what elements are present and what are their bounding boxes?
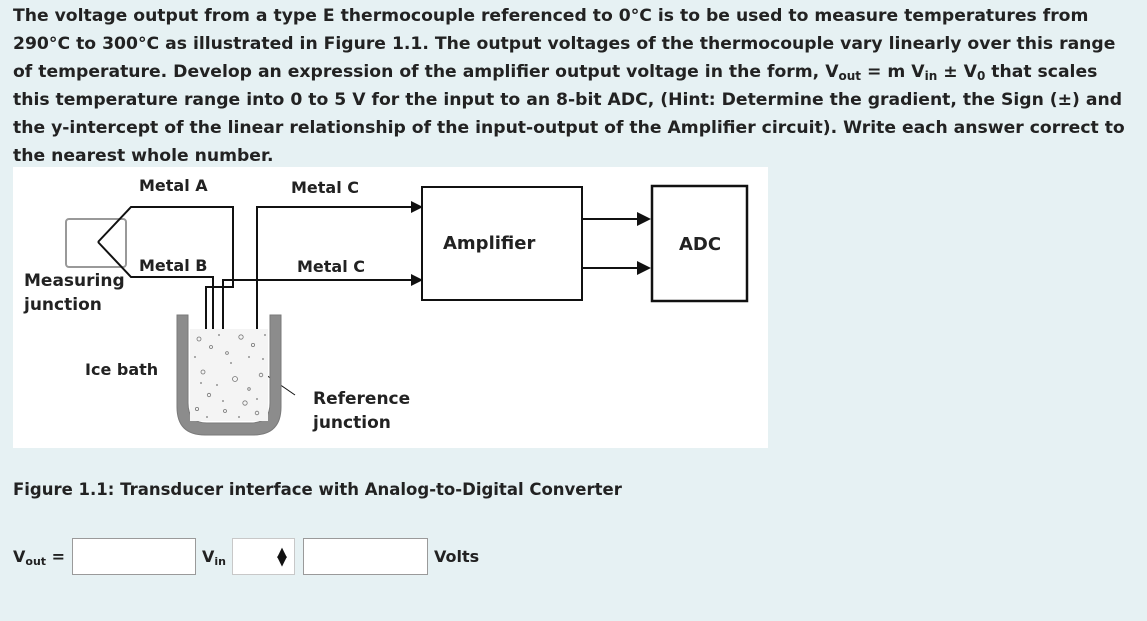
ice-bath-contents <box>190 329 268 421</box>
updown-arrows-icon: ▲▼ <box>277 545 287 569</box>
question-subscript: 0 <box>976 69 986 83</box>
equals-sign: = <box>46 547 66 566</box>
arrow-head <box>411 201 423 213</box>
measuring-junction-casing <box>65 218 127 268</box>
metal-c-top-wire <box>256 206 411 365</box>
thermocouple-diagram <box>65 184 749 436</box>
question-text-part: = m V <box>861 62 925 82</box>
amplifier-box <box>421 186 583 301</box>
amplifier-label: Amplifier <box>443 233 536 254</box>
arrow-head <box>637 212 651 226</box>
vout-subscript: out <box>25 555 47 568</box>
ice-texture <box>194 334 264 416</box>
gradient-input[interactable] <box>72 538 196 575</box>
metal-b-wire <box>97 241 214 365</box>
arrow-head <box>637 261 651 275</box>
arrow-head <box>411 274 423 286</box>
vout-label: Vout = <box>13 547 65 568</box>
vin-symbol: V <box>202 547 215 566</box>
metal-c-bottom-label: Metal C <box>297 257 366 276</box>
metal-b-label: Metal B <box>139 256 208 275</box>
metal-a-wire <box>97 206 234 365</box>
question-text-part: ± V <box>937 62 977 82</box>
vin-label: Vin <box>202 547 226 568</box>
question-subscript: out <box>838 69 862 83</box>
measuring-junction-label-line1: Measuring <box>24 271 125 291</box>
adc-label: ADC <box>679 234 722 255</box>
sign-select[interactable]: ▲▼ <box>232 538 295 575</box>
question-text-part: that scales this temperature range into … <box>13 62 1125 166</box>
question-text: The voltage output from a type E thermoc… <box>13 2 1138 170</box>
reference-junction-label-line2: junction <box>313 413 391 433</box>
question-subscript: in <box>924 69 938 83</box>
vin-subscript: in <box>214 555 226 568</box>
answer-row: Vout = Vin ▲▼ Volts <box>13 538 513 575</box>
metal-a-label: Metal A <box>139 176 208 195</box>
reference-junction-label-line1: Reference <box>313 389 411 409</box>
ice-dots <box>194 334 266 418</box>
vout-symbol: V <box>13 547 26 566</box>
adc-box <box>650 184 749 303</box>
ice-bath-label: Ice bath <box>85 360 159 379</box>
thermocouple-figure: Metal A Metal C Metal B Metal C Measurin… <box>13 167 768 448</box>
figure-caption: Figure 1.1: Transducer interface with An… <box>13 480 622 499</box>
metal-c-top-label: Metal C <box>291 178 360 197</box>
question-text-part: The voltage output from a type E thermoc… <box>13 6 1116 82</box>
units-label: Volts <box>434 547 480 566</box>
intercept-input[interactable] <box>303 538 428 575</box>
measuring-junction-label-line2: junction <box>24 295 102 315</box>
